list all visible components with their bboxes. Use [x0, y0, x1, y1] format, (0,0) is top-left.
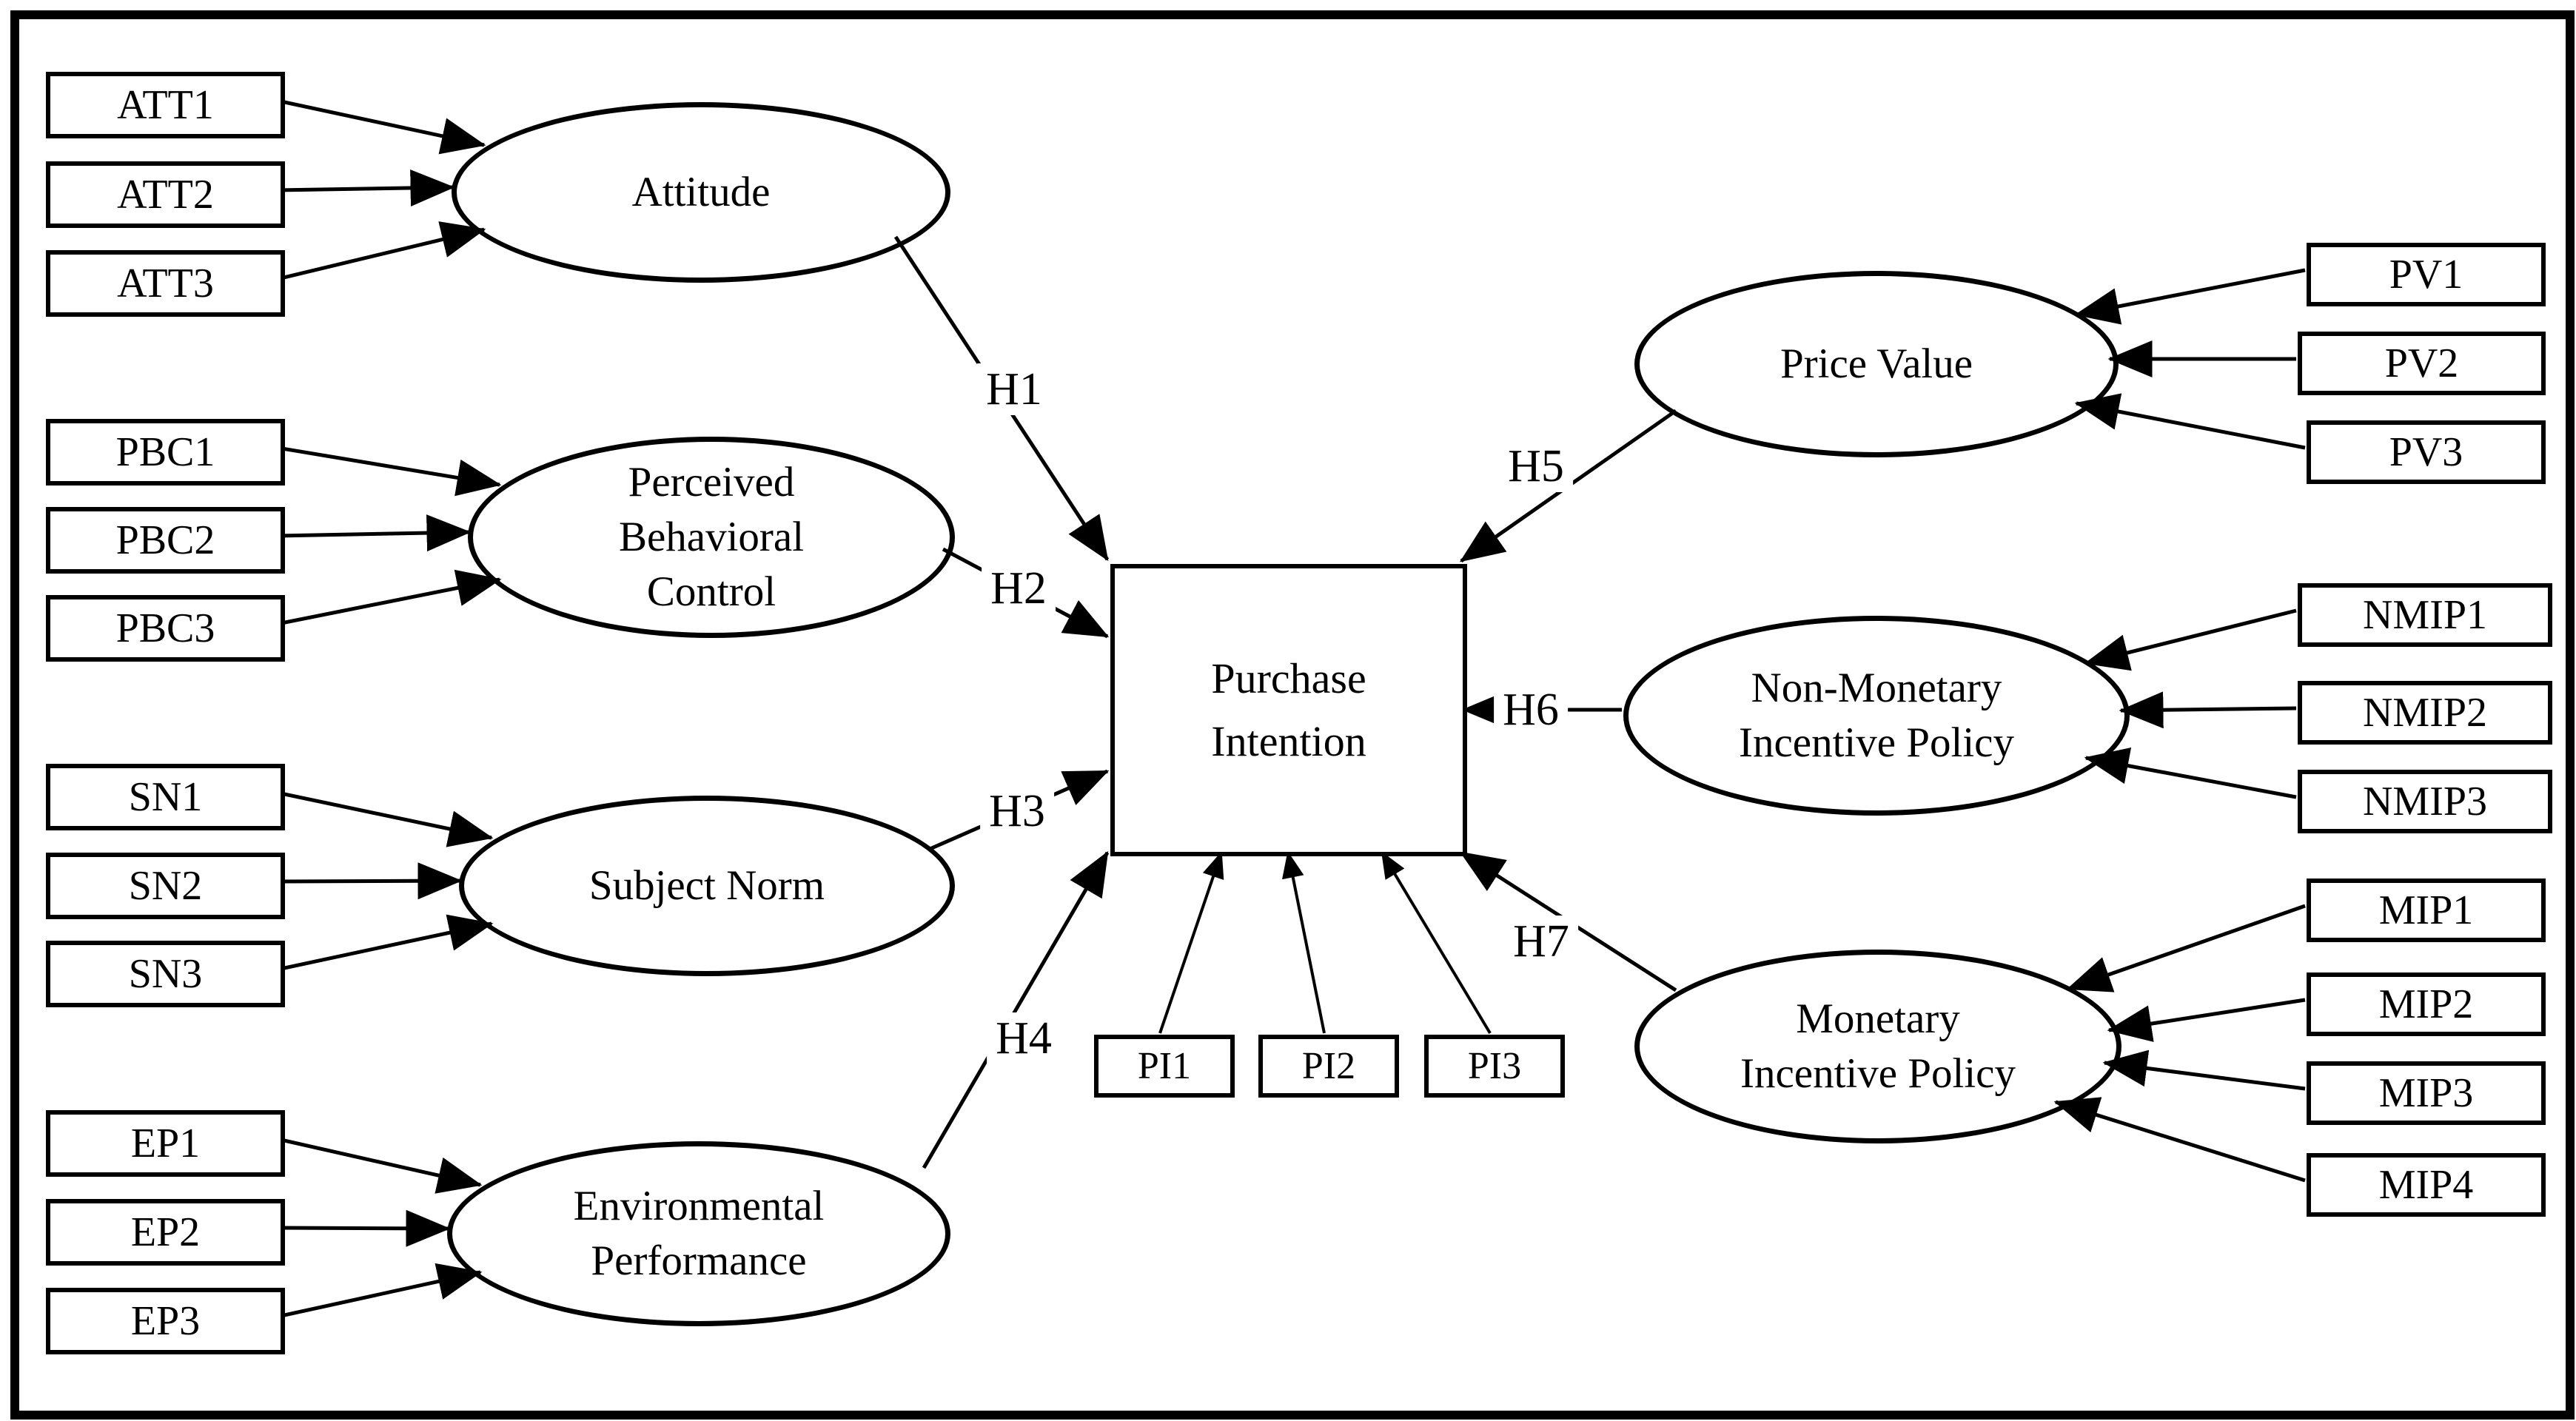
indicator-nmip2: NMIP2 [2298, 681, 2552, 745]
construct-environmental-performance-label: Environmental Performance [573, 1182, 825, 1284]
edge-sn3-sn [277, 914, 494, 972]
indicator-ep2: EP2 [46, 1199, 285, 1266]
indicator-att3-label: ATT3 [117, 261, 214, 306]
indicator-mip3-label: MIP3 [2378, 1070, 2474, 1116]
construct-non-monetary-incentive-policy-label: Non-Monetary Incentive Policy [1739, 664, 2014, 766]
hypothesis-label-h1: H1 [977, 363, 1051, 415]
edge-nmip3-nmip [2084, 747, 2297, 799]
edge-mip2-mip [2107, 998, 2306, 1042]
construct-purchase-intention-label: Purchase Intention [1211, 654, 1366, 765]
indicator-nmip3: NMIP3 [2298, 770, 2552, 833]
edge-pv3-pv [2074, 393, 2306, 450]
edge-pv1-pv [2074, 268, 2306, 325]
indicator-att1: ATT1 [46, 72, 285, 138]
indicator-ep3-label: EP3 [130, 1298, 201, 1344]
edge-mip3-mip [2102, 1049, 2306, 1091]
construct-perceived-behavioral-control-label: Perceived Behavioral Control [618, 458, 805, 616]
construct-attitude-label: Attitude [631, 168, 771, 215]
indicator-pv1: PV1 [2307, 243, 2546, 306]
construct-perceived-behavioral-control: Perceived Behavioral Control [468, 437, 955, 638]
indicator-pbc1-label: PBC1 [115, 429, 215, 475]
construct-monetary-incentive-policy-label: Monetary Incentive Policy [1740, 995, 2016, 1097]
edge-att1-attitude [277, 98, 486, 155]
indicator-pbc1: PBC1 [46, 419, 285, 486]
edge-ep1-ep [277, 1137, 483, 1194]
indicator-mip1-label: MIP1 [2378, 887, 2474, 933]
indicator-mip1: MIP1 [2307, 879, 2546, 942]
edge-h4 [922, 850, 1110, 1169]
indicator-ep2-label: EP2 [130, 1209, 201, 1255]
indicator-sn1-label: SN1 [128, 774, 203, 820]
indicator-sn3: SN3 [46, 941, 285, 1007]
indicator-pv3-label: PV3 [2389, 429, 2463, 475]
indicator-pbc2: PBC2 [46, 507, 285, 574]
indicator-nmip1: NMIP1 [2298, 583, 2552, 647]
indicator-mip4-label: MIP4 [2378, 1162, 2474, 1208]
indicator-att2-label: ATT2 [117, 172, 214, 218]
edge-sn1-sn [277, 790, 494, 847]
indicator-nmip2-label: NMIP2 [2362, 690, 2488, 736]
hypothesis-label-h5: H5 [1499, 440, 1573, 492]
edge-pbc2-pbc [277, 514, 472, 552]
indicator-att1-label: ATT1 [117, 82, 214, 128]
hypothesis-label-h4: H4 [987, 1012, 1061, 1064]
indicator-ep1: EP1 [46, 1110, 285, 1177]
indicator-pi2-label: PI2 [1301, 1044, 1356, 1087]
indicator-pv1-label: PV1 [2389, 252, 2463, 298]
indicator-pi3-label: PI3 [1467, 1044, 1522, 1087]
hypothesis-label-h3: H3 [980, 785, 1054, 837]
indicator-mip2-label: MIP2 [2378, 981, 2474, 1027]
indicator-pbc2-label: PBC2 [115, 517, 215, 563]
construct-monetary-incentive-policy: Monetary Incentive Policy [1634, 950, 2121, 1143]
indicator-mip4: MIP4 [2307, 1153, 2546, 1217]
edge-pbc1-pbc [277, 446, 502, 497]
indicator-pi2: PI2 [1258, 1035, 1399, 1098]
hypothesis-label-h2: H2 [982, 562, 1056, 614]
edge-nmip1-nmip [2084, 608, 2297, 671]
construct-subject-norm: Subject Norm [459, 796, 955, 976]
indicator-att2: ATT2 [46, 161, 285, 228]
hypothesis-label-h7: H7 [1504, 916, 1578, 967]
indicator-pi3: PI3 [1424, 1035, 1565, 1098]
indicator-pi1: PI1 [1094, 1035, 1235, 1098]
indicator-pv3: PV3 [2307, 420, 2546, 484]
indicator-nmip3-label: NMIP3 [2362, 779, 2488, 824]
edge-nmip2-nmip [2119, 691, 2297, 729]
indicator-mip2: MIP2 [2307, 972, 2546, 1036]
indicator-pv2-label: PV2 [2384, 340, 2459, 386]
edge-ep2-ep [277, 1209, 451, 1247]
indicator-sn3-label: SN3 [128, 951, 203, 997]
indicator-mip3: MIP3 [2307, 1061, 2546, 1125]
indicator-sn1: SN1 [46, 764, 285, 830]
indicator-pbc3: PBC3 [46, 595, 285, 662]
indicator-pi1-label: PI1 [1137, 1044, 1192, 1087]
edge-att3-attitude [277, 221, 486, 281]
edge-mip4-mip [2053, 1097, 2306, 1183]
edge-mip1-mip [2066, 904, 2306, 992]
construct-purchase-intention: Purchase Intention [1110, 564, 1467, 856]
construct-price-value: Price Value [1634, 271, 2119, 457]
hypothesis-label-h6: H6 [1494, 684, 1568, 736]
indicator-sn2: SN2 [46, 853, 285, 919]
indicator-pbc3-label: PBC3 [115, 605, 215, 651]
edge-att2-attitude [277, 169, 455, 206]
construct-price-value-label: Price Value [1780, 340, 1973, 387]
construct-subject-norm-label: Subject Norm [588, 861, 825, 909]
indicator-nmip1-label: NMIP1 [2362, 592, 2488, 638]
edge-pbc3-pbc [277, 569, 502, 626]
edge-pi3-purchase-intention [1381, 851, 1492, 1035]
outer-border [10, 10, 2575, 1420]
edge-pi2-purchase-intention [1281, 851, 1326, 1034]
construct-non-monetary-incentive-policy: Non-Monetary Incentive Policy [1623, 616, 2130, 816]
edge-ep3-ep [277, 1263, 483, 1319]
indicator-ep1-label: EP1 [130, 1121, 201, 1166]
construct-environmental-performance: Environmental Performance [447, 1141, 950, 1326]
construct-attitude: Attitude [452, 102, 950, 283]
indicator-att3: ATT3 [46, 250, 285, 317]
indicator-ep3: EP3 [46, 1288, 285, 1354]
indicator-pv2: PV2 [2298, 332, 2546, 395]
edge-pi1-purchase-intention [1158, 851, 1224, 1034]
indicator-sn2-label: SN2 [128, 863, 203, 909]
